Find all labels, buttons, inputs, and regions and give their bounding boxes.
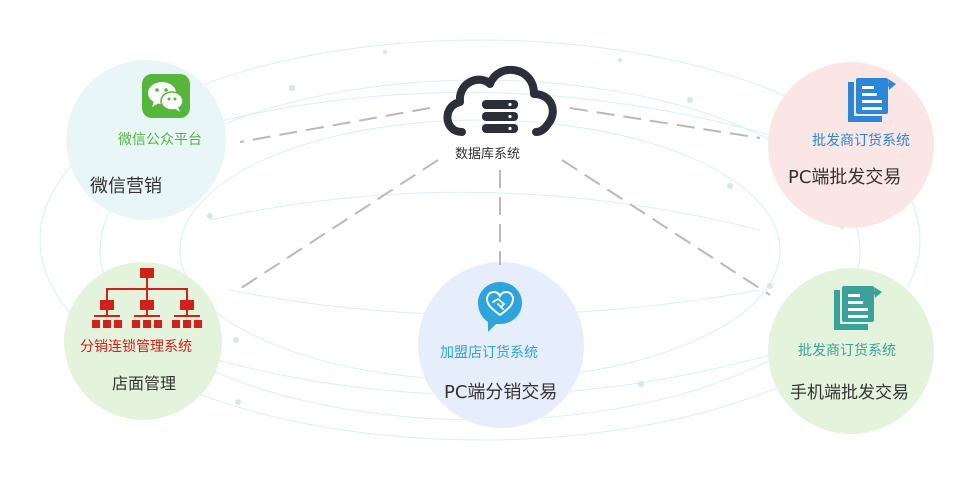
store-sub-label: 分销连锁管理系统 bbox=[80, 339, 192, 355]
document-share-icon bbox=[848, 78, 898, 130]
mobile-wholesale-main-label: 手机端批发交易 bbox=[790, 383, 909, 403]
store-main-label: 店面管理 bbox=[112, 374, 177, 393]
org-chart-icon bbox=[92, 268, 202, 334]
wechat-main-label: 微信营销 bbox=[90, 176, 162, 197]
link-store bbox=[234, 159, 439, 293]
wechat-sub-label: 微信公众平台 bbox=[118, 132, 202, 148]
wechat-icon bbox=[142, 74, 190, 122]
link-pc-wholesale bbox=[569, 107, 761, 139]
document-share-icon bbox=[834, 286, 884, 338]
pc-wholesale-sub-label: 批发商订货系统 bbox=[812, 133, 910, 149]
cloud-database-icon bbox=[440, 60, 560, 144]
handshake-heart-icon bbox=[478, 282, 522, 336]
franchise-sub-label: 加盟店订货系统 bbox=[440, 345, 538, 361]
hub-label: 数据库系统 bbox=[455, 147, 521, 162]
link-mobile-wholesale bbox=[561, 159, 771, 296]
pc-wholesale-main-label: PC端批发交易 bbox=[788, 167, 902, 188]
link-wechat bbox=[239, 107, 431, 143]
mobile-wholesale-sub-label: 批发商订货系统 bbox=[798, 343, 896, 359]
franchise-main-label: PC端分销交易 bbox=[444, 382, 558, 403]
